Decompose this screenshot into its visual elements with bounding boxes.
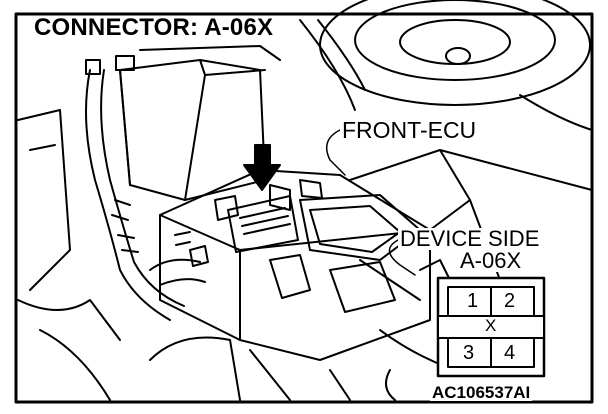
wiring-harness-drawing <box>85 69 206 321</box>
device-side-leader-line <box>388 239 416 276</box>
brake-booster-drawing <box>299 0 593 131</box>
front-ecu-drawing <box>159 149 471 361</box>
device-connector-callout: A-06X <box>458 248 524 273</box>
connector-center-mark: X <box>485 316 497 335</box>
pin-label-3: 3 <box>463 342 475 364</box>
connector-location-arrow <box>243 144 281 191</box>
pin-label-4: 4 <box>504 342 516 364</box>
device-side-callout: DEVICE SIDE <box>398 226 542 251</box>
body-panel-drawing <box>17 109 241 401</box>
pin-label-2: 2 <box>504 290 516 312</box>
connector-title: CONNECTOR: A-06X <box>34 14 274 41</box>
connector-face-diagram <box>436 276 546 378</box>
figure-id: AC106537AI <box>430 383 533 402</box>
front-ecu-leader-line <box>325 129 346 176</box>
front-ecu-callout: FRONT-ECU <box>340 117 479 143</box>
pin-label-1: 1 <box>467 290 479 312</box>
relay-box-drawing <box>85 45 281 201</box>
